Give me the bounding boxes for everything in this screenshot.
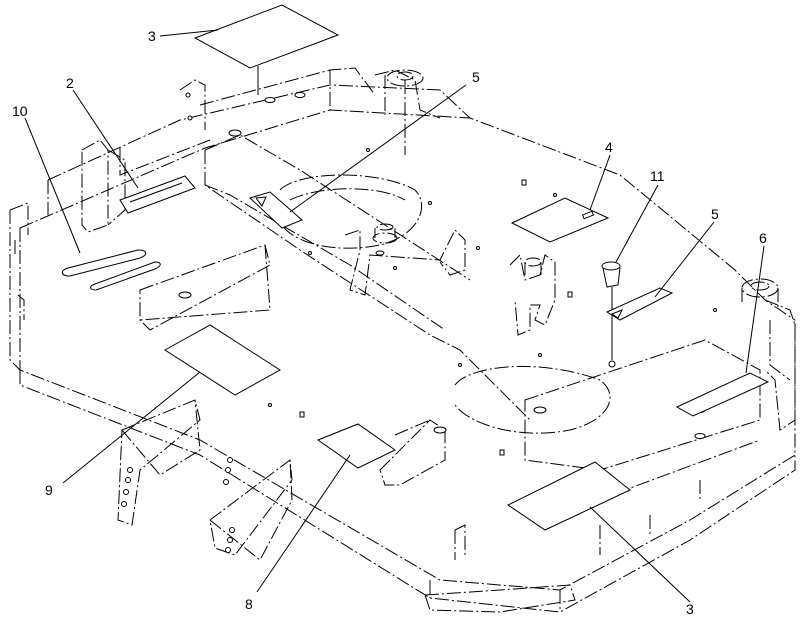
callout-5-left: 5 (472, 69, 480, 85)
decal-5-left (249, 191, 303, 229)
decal-3-bottom (507, 461, 631, 531)
decals (61, 4, 770, 531)
decal-6 (675, 372, 770, 417)
callout-10: 10 (12, 103, 28, 119)
leader-lines (24, 29, 765, 603)
decal-3-top (193, 4, 340, 69)
fastener-holes (121, 92, 717, 553)
callout-3-bottom: 3 (686, 601, 694, 617)
decal-9 (164, 324, 281, 396)
decal-10 (61, 249, 147, 277)
decal-5-right (605, 287, 674, 321)
callout-4: 4 (605, 139, 613, 155)
callout-6: 6 (759, 230, 767, 246)
decal-4 (510, 197, 610, 243)
decal-2 (119, 175, 196, 214)
callout-labels: 3 2 10 5 4 11 5 6 9 8 3 (12, 28, 767, 617)
callout-3-top: 3 (148, 28, 156, 44)
mower-deck-outline (9, 67, 796, 613)
callout-2: 2 (66, 75, 74, 91)
callout-9: 9 (45, 482, 53, 498)
fitting-11 (601, 261, 621, 368)
callout-5-right: 5 (711, 206, 719, 222)
callout-8: 8 (245, 596, 253, 612)
callout-11: 11 (650, 168, 665, 184)
decal-8 (316, 423, 396, 469)
